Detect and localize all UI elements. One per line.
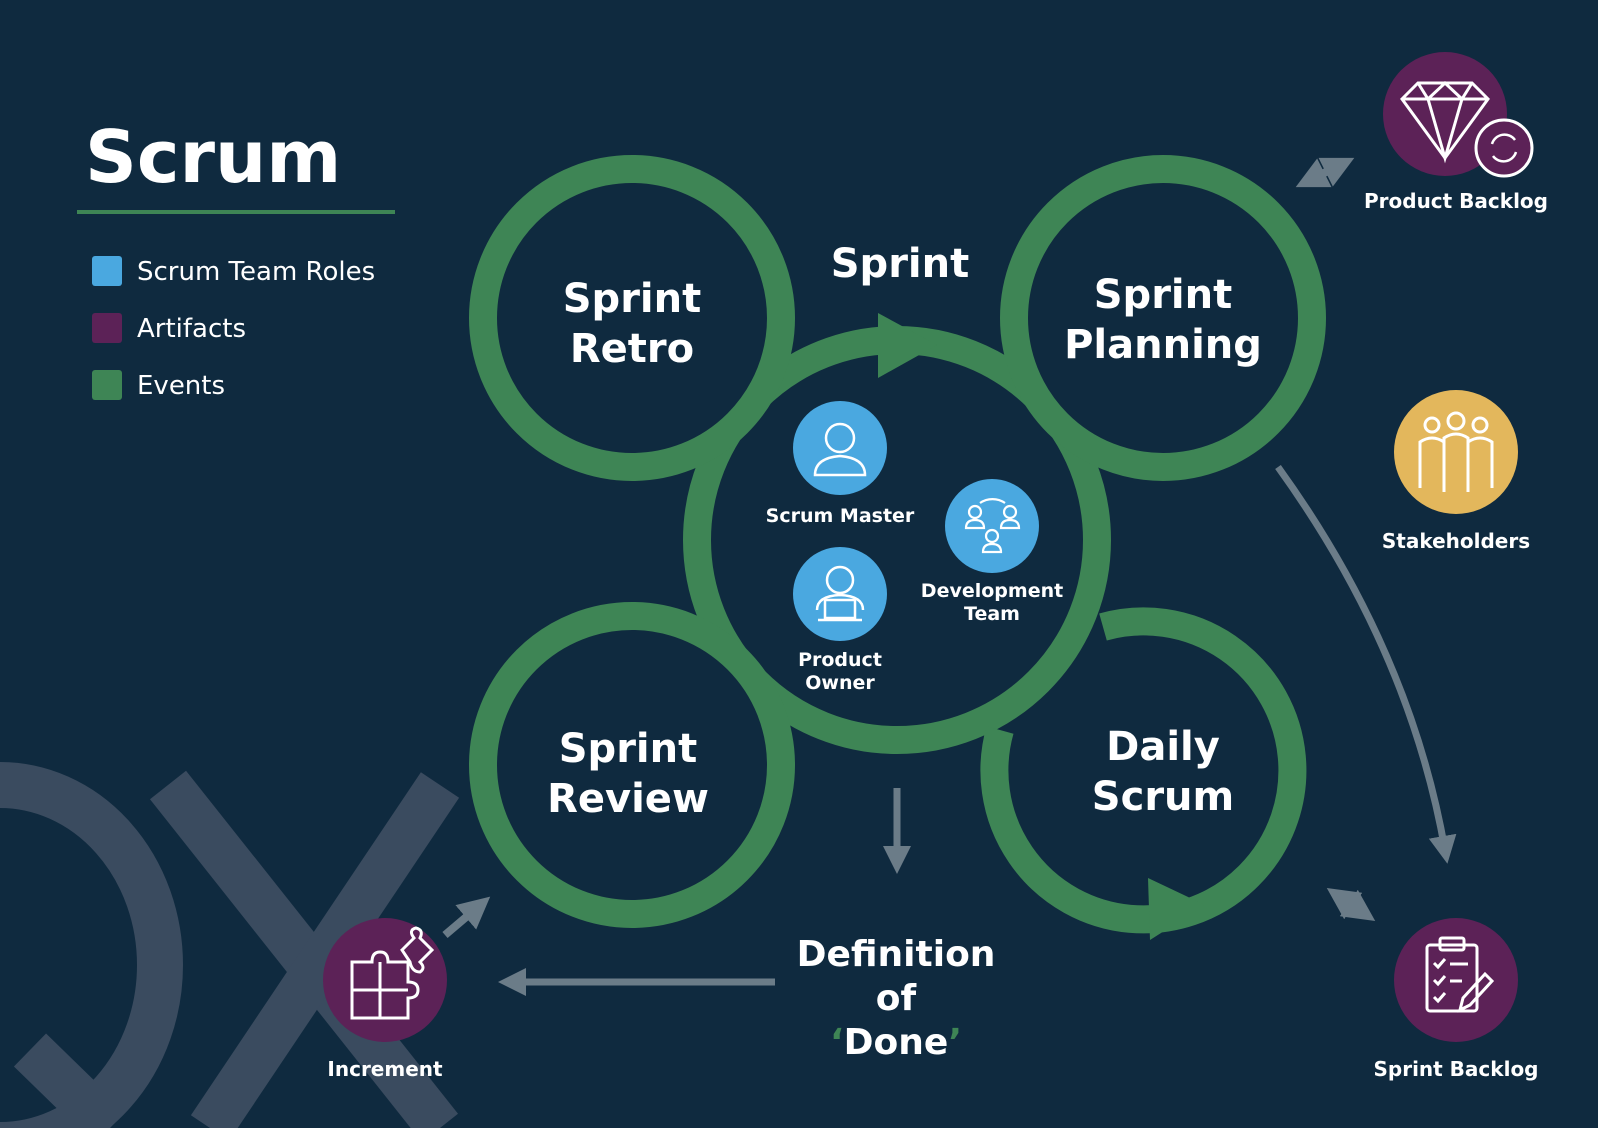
event-daily-scrum: Daily Scrum bbox=[980, 607, 1307, 940]
arrow-increment-to-review bbox=[442, 896, 491, 939]
product-owner-label-2: Owner bbox=[805, 672, 875, 694]
scrum-master-badge bbox=[793, 401, 887, 495]
refresh-icon bbox=[1490, 133, 1518, 163]
artifact-increment: Increment bbox=[323, 918, 447, 1081]
increment-badge bbox=[323, 918, 447, 1042]
refresh-icon-badge bbox=[1474, 118, 1534, 178]
sprint-arrowhead bbox=[878, 313, 937, 378]
page-title: Scrum bbox=[85, 115, 341, 199]
watermark-logo bbox=[0, 762, 460, 1128]
definition-of-done: Definition of ‘Done’ bbox=[797, 934, 996, 1063]
sprint-review-label-2: Review bbox=[547, 776, 709, 822]
team-icon bbox=[964, 498, 1021, 554]
development-team-label-2: Team bbox=[964, 603, 1020, 625]
person-laptop-icon bbox=[815, 565, 865, 622]
event-sprint-review: Sprint Review bbox=[469, 602, 795, 928]
dod-line-2: of bbox=[876, 978, 917, 1019]
legend-swatch-artifacts bbox=[92, 313, 122, 343]
sprint-review-label-1: Sprint bbox=[559, 726, 697, 772]
role-scrum-master: Scrum Master bbox=[766, 401, 915, 527]
person-icon bbox=[813, 422, 867, 477]
legend-label-artifacts: Artifacts bbox=[137, 314, 246, 344]
event-sprint-retro: Sprint Retro bbox=[469, 155, 795, 481]
event-sprint-planning: Sprint Planning bbox=[1000, 155, 1326, 481]
arrow-planning-sprint-backlog bbox=[1275, 464, 1457, 864]
legend: Scrum Team Roles Artifacts Events bbox=[92, 256, 375, 401]
puzzle-icon bbox=[350, 926, 435, 1020]
development-team-label-1: Development bbox=[921, 580, 1063, 602]
legend-swatch-roles bbox=[92, 256, 122, 286]
legend-swatch-events bbox=[92, 370, 122, 400]
connector-arrows bbox=[442, 157, 1457, 996]
dod-quote-close: ’ bbox=[948, 1022, 962, 1063]
sprint-planning-label-2: Planning bbox=[1064, 322, 1262, 368]
arrow-daily-sprint-backlog bbox=[1326, 887, 1376, 922]
product-backlog-label: Product Backlog bbox=[1364, 189, 1548, 213]
product-owner-label-1: Product bbox=[798, 649, 882, 671]
stakeholders-label: Stakeholders bbox=[1382, 529, 1530, 553]
stakeholders: Stakeholders bbox=[1382, 390, 1530, 553]
sprint-label: Sprint bbox=[831, 241, 969, 287]
role-development-team: Development Team bbox=[921, 479, 1063, 625]
stakeholders-badge bbox=[1394, 390, 1518, 514]
sprint-planning-circle bbox=[1000, 155, 1326, 481]
legend-item-roles: Scrum Team Roles bbox=[92, 256, 375, 287]
daily-scrum-arrowhead bbox=[1148, 878, 1205, 940]
artifact-sprint-backlog: Sprint Backlog bbox=[1373, 918, 1539, 1081]
scrum-master-label: Scrum Master bbox=[766, 505, 915, 527]
daily-scrum-label-1: Daily bbox=[1106, 724, 1220, 770]
dod-done-word: Done bbox=[844, 1022, 949, 1063]
legend-label-events: Events bbox=[137, 371, 225, 401]
daily-scrum-circle bbox=[980, 607, 1307, 934]
development-team-badge bbox=[945, 479, 1039, 573]
daily-scrum-label-2: Scrum bbox=[1092, 774, 1234, 820]
legend-label-roles: Scrum Team Roles bbox=[137, 257, 375, 287]
arrow-planning-product-backlog bbox=[1295, 157, 1355, 188]
artifact-product-backlog: Product Backlog bbox=[1364, 52, 1548, 213]
group-icon bbox=[1418, 411, 1494, 492]
sprint-retro-label-1: Sprint bbox=[563, 276, 701, 322]
increment-label: Increment bbox=[327, 1057, 443, 1081]
sprint-retro-circle bbox=[469, 155, 795, 481]
legend-item-artifacts: Artifacts bbox=[92, 313, 246, 344]
dod-line-1: Definition bbox=[797, 934, 996, 975]
gem-icon bbox=[1400, 80, 1490, 164]
legend-item-events: Events bbox=[92, 370, 225, 401]
sprint-backlog-label: Sprint Backlog bbox=[1373, 1057, 1538, 1081]
clipboard-icon bbox=[1425, 936, 1495, 1013]
sprint-planning-label-1: Sprint bbox=[1094, 272, 1232, 318]
dod-quote-open: ‘ bbox=[830, 1022, 844, 1063]
sprint-retro-label-2: Retro bbox=[570, 326, 694, 372]
dod-line-3: ‘Done’ bbox=[830, 1022, 962, 1063]
sprint-review-circle bbox=[469, 602, 795, 928]
role-product-owner: Product Owner bbox=[793, 547, 887, 694]
